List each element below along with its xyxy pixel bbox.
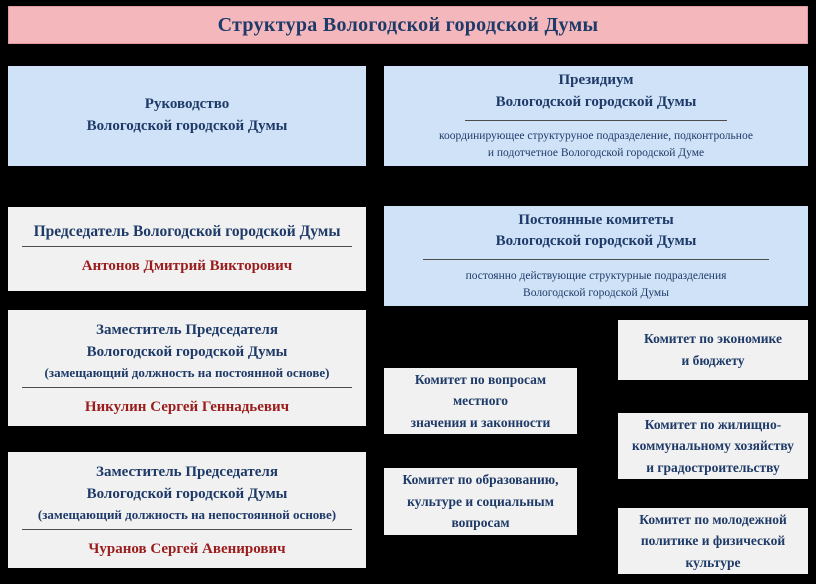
committee-label: Комитет по образованию, культуре и социа… [402,472,559,531]
page-title: Структура Вологодской городской Думы [217,13,599,36]
committee-label: Комитет по молодежной политике и физичес… [639,511,787,570]
presidium-note: координирующее структуруное подразделени… [439,129,753,159]
committee-label: Комитет по вопросам местного значения и … [410,371,551,430]
chairman-box: Председатель Вологодской городской Думы … [8,207,366,291]
committee-box-youth: Комитет по молодежной политике и физичес… [618,508,808,574]
committee-box-housing: Комитет по жилищно- коммунальному хозяйс… [618,413,808,479]
divider [22,386,352,388]
committee-box-local-affairs: Комитет по вопросам местного значения и … [384,368,577,434]
committee-box-education: Комитет по образованию, культуре и социа… [384,468,577,535]
divider [423,259,769,260]
chairman-name: Антонов Дмитрий Викторович [81,258,293,274]
divider [22,528,352,530]
page-title-banner: Структура Вологодской городской Думы [8,6,808,44]
deputy-permanent-qualifier: (замещающий должность на постоянной осно… [44,364,330,380]
standing-committees-box: Постоянные комитеты Вологодской городско… [384,206,808,306]
leadership-title: Руководство Вологодской городской Думы [86,96,288,134]
divider [465,119,727,121]
leadership-box: Руководство Вологодской городской Думы [8,66,366,166]
deputy-permanent-box: Заместитель Председателя Вологодской гор… [8,310,366,426]
presidium-box: Президиум Вологодской городской Думы коо… [384,66,808,166]
chairman-title: Председатель Вологодской городской Думы [33,223,341,240]
divider [22,246,352,247]
deputy-permanent-title: Заместитель Председателя Вологодской гор… [86,322,288,360]
deputy-nonpermanent-title: Заместитель Председателя Вологодской гор… [86,464,288,502]
deputy-nonpermanent-name: Чуранов Сергей Авенирович [88,540,286,557]
presidium-title: Президиум Вологодской городской Думы [495,72,697,110]
deputy-nonpermanent-qualifier: (замещающий должность на непостоянной ос… [37,506,337,522]
committee-box-economy: Комитет по экономике и бюджету [618,320,808,380]
committee-label: Комитет по экономике и бюджету [644,331,782,368]
standing-committees-note: постоянно действующие структурные подраз… [465,270,727,300]
deputy-permanent-name: Никулин Сергей Геннадьевич [84,398,290,415]
deputy-nonpermanent-box: Заместитель Председателя Вологодской гор… [8,452,366,568]
committee-label: Комитет по жилищно- коммунальному хозяйс… [632,416,794,475]
standing-committees-title: Постоянные комитеты Вологодской городско… [495,211,697,250]
